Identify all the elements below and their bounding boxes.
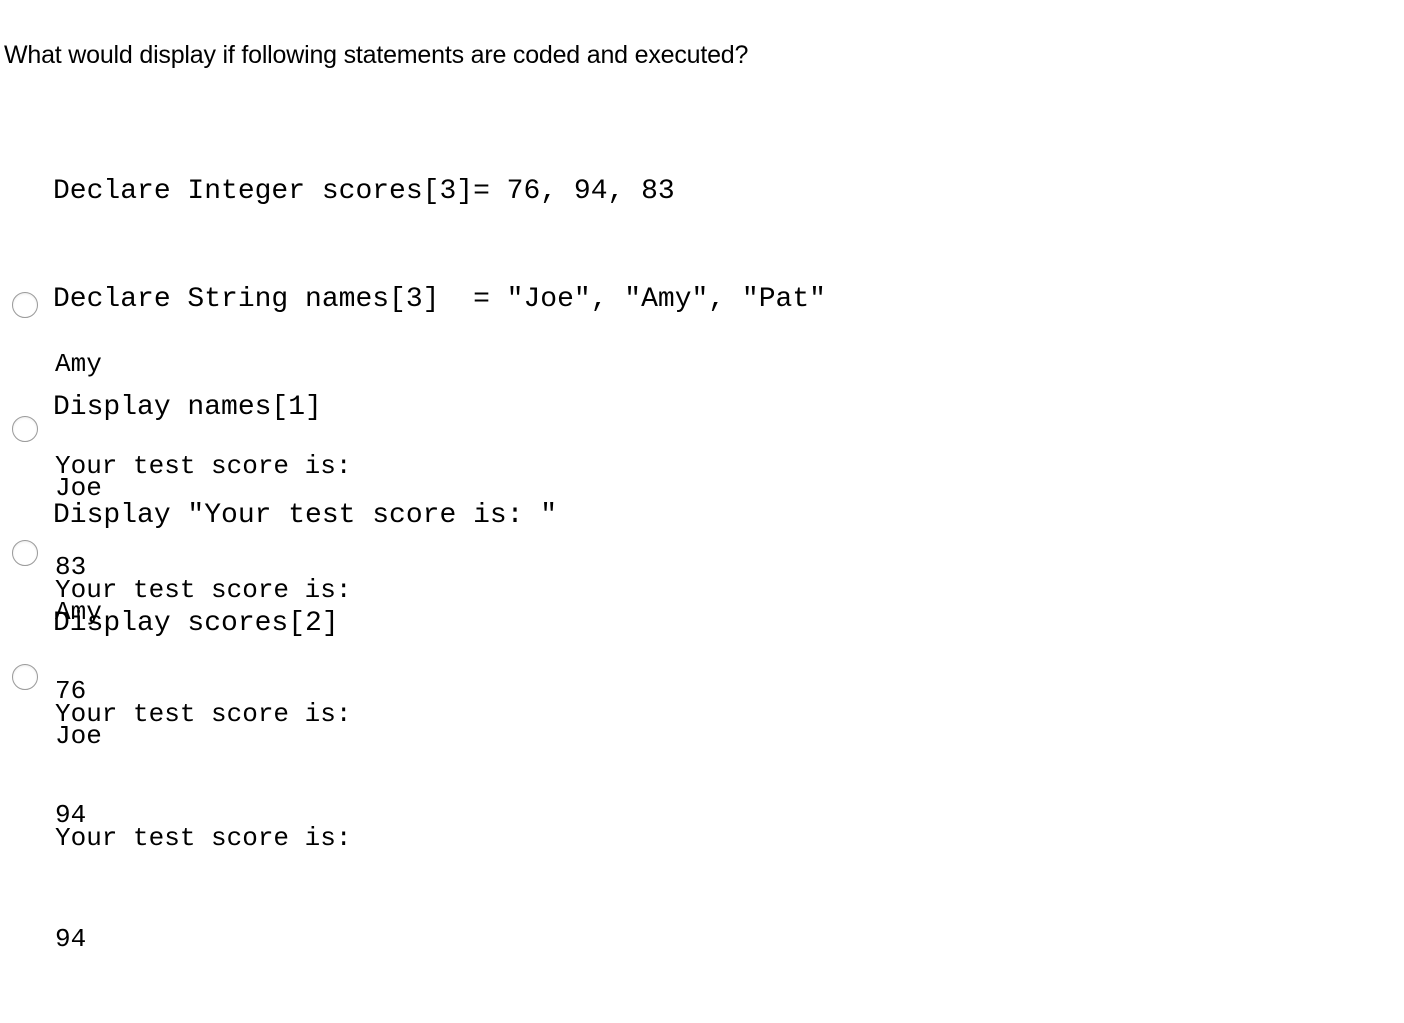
answer-option-3[interactable]: Amy Your test score is: 94 — [0, 534, 900, 830]
option-line: Your test score is: — [55, 698, 352, 729]
code-line: Display names[1] — [53, 392, 322, 423]
code-line: Declare String names[3] = "Joe", "Amy", … — [53, 284, 826, 315]
code-line: Display "Your test score is: " — [53, 500, 558, 531]
answer-option-1[interactable]: Amy Your test score is: 83 — [0, 286, 900, 582]
option-line: Your test score is: — [55, 450, 352, 481]
option-line: Joe — [55, 473, 102, 503]
radio-button-option-3[interactable] — [12, 540, 38, 566]
option-line: Joe — [55, 721, 102, 751]
answer-option-4[interactable]: Joe Your test score is: 94 — [0, 658, 900, 954]
option-line: Your test score is: — [55, 574, 352, 605]
question-text: What would display if following statemen… — [4, 41, 749, 69]
answer-option-2[interactable]: Joe Your test score is: 76 — [0, 410, 900, 706]
radio-button-option-1[interactable] — [12, 292, 38, 318]
answer-option-text: Amy Your test score is: 83 — [55, 286, 351, 651]
option-line: 94 — [55, 924, 87, 954]
radio-button-option-4[interactable] — [12, 664, 38, 690]
option-line: Amy — [55, 597, 102, 627]
radio-button-option-2[interactable] — [12, 416, 38, 442]
answer-options: Amy Your test score is: 83 Joe Your test… — [0, 286, 900, 954]
code-line: Declare Integer scores[3]= 76, 94, 83 — [53, 176, 675, 207]
answer-option-text: Joe Your test score is: 94 — [55, 658, 351, 1023]
answer-option-text: Joe Your test score is: 76 — [55, 410, 351, 775]
code-block: Declare Integer scores[3]= 76, 94, 83 De… — [53, 102, 826, 714]
option-line: 76 — [55, 676, 87, 706]
option-line: Your test score is: — [55, 822, 352, 853]
option-line: Amy — [55, 349, 102, 379]
code-line: Display scores[2] — [53, 608, 339, 639]
option-line: 83 — [55, 552, 87, 582]
